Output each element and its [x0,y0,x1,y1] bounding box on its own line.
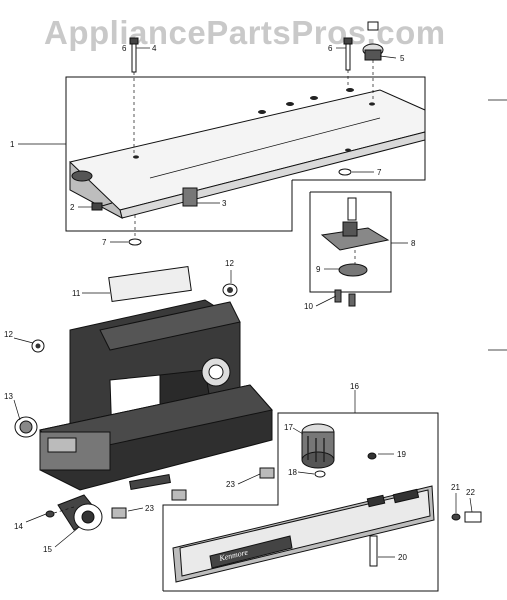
callout-5: 5 [400,54,405,63]
callout-7-left: 7 [102,238,107,247]
tag-22 [464,511,482,523]
callout-8: 8 [411,239,416,248]
callouts: 1 2 3 4 5 6 6 7 7 8 9 10 11 12 12 13 14 … [4,44,475,562]
label-strip-11 [108,265,192,303]
bobbin-winder-frame [309,191,392,293]
callout-10: 10 [304,302,313,311]
clip-23-a [111,507,127,519]
callout-22: 22 [466,488,475,497]
callout-18: 18 [288,468,297,477]
washer-7-right [338,168,352,176]
callout-12-top: 12 [225,259,234,268]
callout-13: 13 [4,392,13,401]
top-cover [69,88,426,219]
callout-9: 9 [316,265,321,274]
ring-18 [314,470,326,478]
callout-1: 1 [10,140,15,149]
plug-12-left [31,339,45,353]
screw-21 [451,513,461,521]
leader-lines [13,47,473,558]
tire-9 [338,263,368,277]
callout-16: 16 [350,382,359,391]
top-cover-frame [65,76,426,232]
front-panel: Kenmore [172,485,435,583]
spool-cap-5 [362,21,384,100]
spring-19 [367,452,377,460]
clip-23-c [259,467,275,479]
callout-4: 4 [152,44,157,53]
callout-2: 2 [70,203,75,212]
callout-6-right: 6 [328,44,333,53]
screws-10 [334,289,356,307]
machine-body [39,299,273,491]
callout-20: 20 [398,553,407,562]
handwheel-15 [57,494,103,531]
callout-11: 11 [72,289,81,298]
callout-19: 19 [397,450,406,459]
callout-14: 14 [14,522,23,531]
screw-2 [91,202,113,211]
callout-21: 21 [451,483,460,492]
plug-12-top [222,283,238,297]
front-panel-frame [162,412,439,592]
callout-23-right: 23 [226,480,235,489]
callout-7-right: 7 [377,168,382,177]
callout-3: 3 [222,199,227,208]
dial-17 [301,423,335,469]
bobbin-winder-8 [320,197,390,265]
callout-6-left: 6 [122,44,127,53]
callout-23-left: 23 [145,504,154,513]
screw-14 [45,510,55,518]
washer-7-left [128,238,142,246]
cap-13 [14,416,38,438]
callout-17: 17 [284,423,293,432]
clip-23-b [171,489,187,501]
pin-20 [369,535,378,567]
callout-15: 15 [43,545,52,554]
screw-6-right [343,37,353,88]
callout-12-left: 12 [4,330,13,339]
screw-6-left [129,37,139,155]
